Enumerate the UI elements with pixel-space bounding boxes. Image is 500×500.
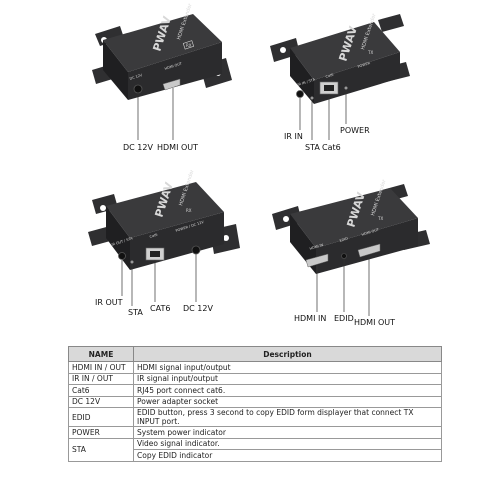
- device-bottom-right-image: PWAV HDMI Extender TX HDMI IN EDID HDMI …: [272, 178, 430, 316]
- svg-text:HDMI OUT: HDMI OUT: [164, 61, 183, 71]
- svg-text:RX: RX: [186, 208, 192, 213]
- row-name: Cat6: [68, 384, 134, 397]
- callout-hdmi-in: HDMI IN: [294, 314, 327, 323]
- dc-jack-port: [133, 84, 143, 94]
- row-name: EDID: [68, 407, 134, 427]
- row-name: STA: [68, 437, 134, 462]
- row-description: RJ45 port connect cat6.: [133, 384, 442, 397]
- row-name: DC 12V: [68, 395, 134, 408]
- table-row: IR IN / OUT IR signal input/output: [68, 372, 442, 385]
- row-name: HDMI IN / OUT: [68, 361, 134, 374]
- svg-text:POWER: POWER: [357, 61, 371, 69]
- table-row: Copy EDID indicator: [69, 449, 442, 462]
- device-bottom-right: PWAV HDMI Extender TX HDMI IN EDID HDMI …: [250, 170, 500, 340]
- svg-text:Cat6: Cat6: [325, 73, 334, 79]
- svg-text:EDID: EDID: [339, 236, 349, 243]
- device-top-right-image: PWAV HDMI Extender TX IR IN / STA Cat6 P…: [270, 12, 410, 140]
- device-top-right: PWAV HDMI Extender TX IR IN / STA Cat6 P…: [250, 0, 500, 170]
- callout-sta: STA: [128, 308, 143, 317]
- row-description: EDID button, press 3 second to copy EDID…: [133, 407, 442, 427]
- column-header-description: Description: [133, 346, 442, 362]
- hdmi-out-port: [357, 243, 381, 258]
- callout-edid: EDID: [334, 314, 354, 323]
- row-description: IR signal input/output: [133, 372, 442, 385]
- column-header-name: NAME: [68, 346, 134, 362]
- callout-hdmi-out: HDMI OUT: [157, 143, 199, 152]
- svg-text:Cat6: Cat6: [149, 233, 158, 239]
- device-bottom-left: PWAV HDMI Extender RX IR OUT / STA Cat6 …: [0, 170, 250, 340]
- table-row: EDID EDID button, press 3 second to copy…: [68, 407, 442, 427]
- sta-led: [130, 260, 134, 264]
- table-row: Cat6 RJ45 port connect cat6.: [68, 384, 442, 397]
- power-led: [344, 86, 348, 90]
- row-name: POWER: [68, 426, 134, 439]
- table-row: DC 12V Power adapter socket: [68, 395, 442, 408]
- svg-text:TX: TX: [367, 50, 373, 55]
- port-description-table: NAME Description HDMI IN / OUT HDMI sign…: [68, 346, 442, 462]
- row-description: Video signal indicator.: [133, 437, 442, 450]
- ir-out-port: [118, 252, 126, 260]
- sta-led: [310, 96, 314, 100]
- edid-button: [341, 253, 347, 259]
- ir-in-port: [296, 90, 304, 98]
- row-description: Copy EDID indicator: [133, 449, 442, 462]
- svg-text:IR IN / STA: IR IN / STA: [297, 77, 316, 87]
- device-top-left: PWAV HDMI Extender RX DC 12V HDMI OUT DC…: [0, 0, 250, 170]
- table-row: POWER System power indicator: [68, 426, 442, 439]
- svg-text:DC 12V: DC 12V: [129, 73, 143, 81]
- dc-jack-port: [191, 245, 201, 255]
- callout-dc-12v: DC 12V: [183, 304, 213, 313]
- callout-cat6: Cat6: [322, 143, 341, 152]
- callout-dc-12v: DC 12V: [123, 143, 153, 152]
- row-description: System power indicator: [133, 426, 442, 439]
- table-row: STA Video signal indicator.: [68, 437, 442, 462]
- svg-text:IR OUT / STA: IR OUT / STA: [111, 236, 134, 247]
- callout-ir-in: IR IN: [284, 132, 303, 141]
- table-header-row: NAME Description: [68, 346, 442, 362]
- callout-sta: STA: [305, 143, 320, 152]
- row-description: Power adapter socket: [133, 395, 442, 408]
- svg-text:HDMI IN: HDMI IN: [309, 243, 324, 251]
- svg-text:TX: TX: [377, 216, 383, 221]
- hdmi-out-port: [162, 78, 181, 91]
- callout-power: POWER: [340, 126, 370, 135]
- callout-cat6: CAT6: [150, 304, 171, 313]
- hdmi-in-port: [305, 253, 329, 268]
- callout-hdmi-out: HDMI OUT: [354, 318, 396, 327]
- table-row: HDMI IN / OUT HDMI signal input/output: [68, 361, 442, 374]
- device-bottom-left-image: PWAV HDMI Extender RX IR OUT / STA Cat6 …: [88, 170, 240, 306]
- device-top-left-image: PWAV HDMI Extender RX DC 12V HDMI OUT: [92, 2, 232, 140]
- svg-text:RX: RX: [186, 43, 192, 48]
- svg-text:HDMI OUT: HDMI OUT: [361, 227, 380, 237]
- row-description: HDMI signal input/output: [133, 361, 442, 374]
- row-name: IR IN / OUT: [68, 372, 134, 385]
- callout-ir-out: IR OUT: [95, 298, 123, 307]
